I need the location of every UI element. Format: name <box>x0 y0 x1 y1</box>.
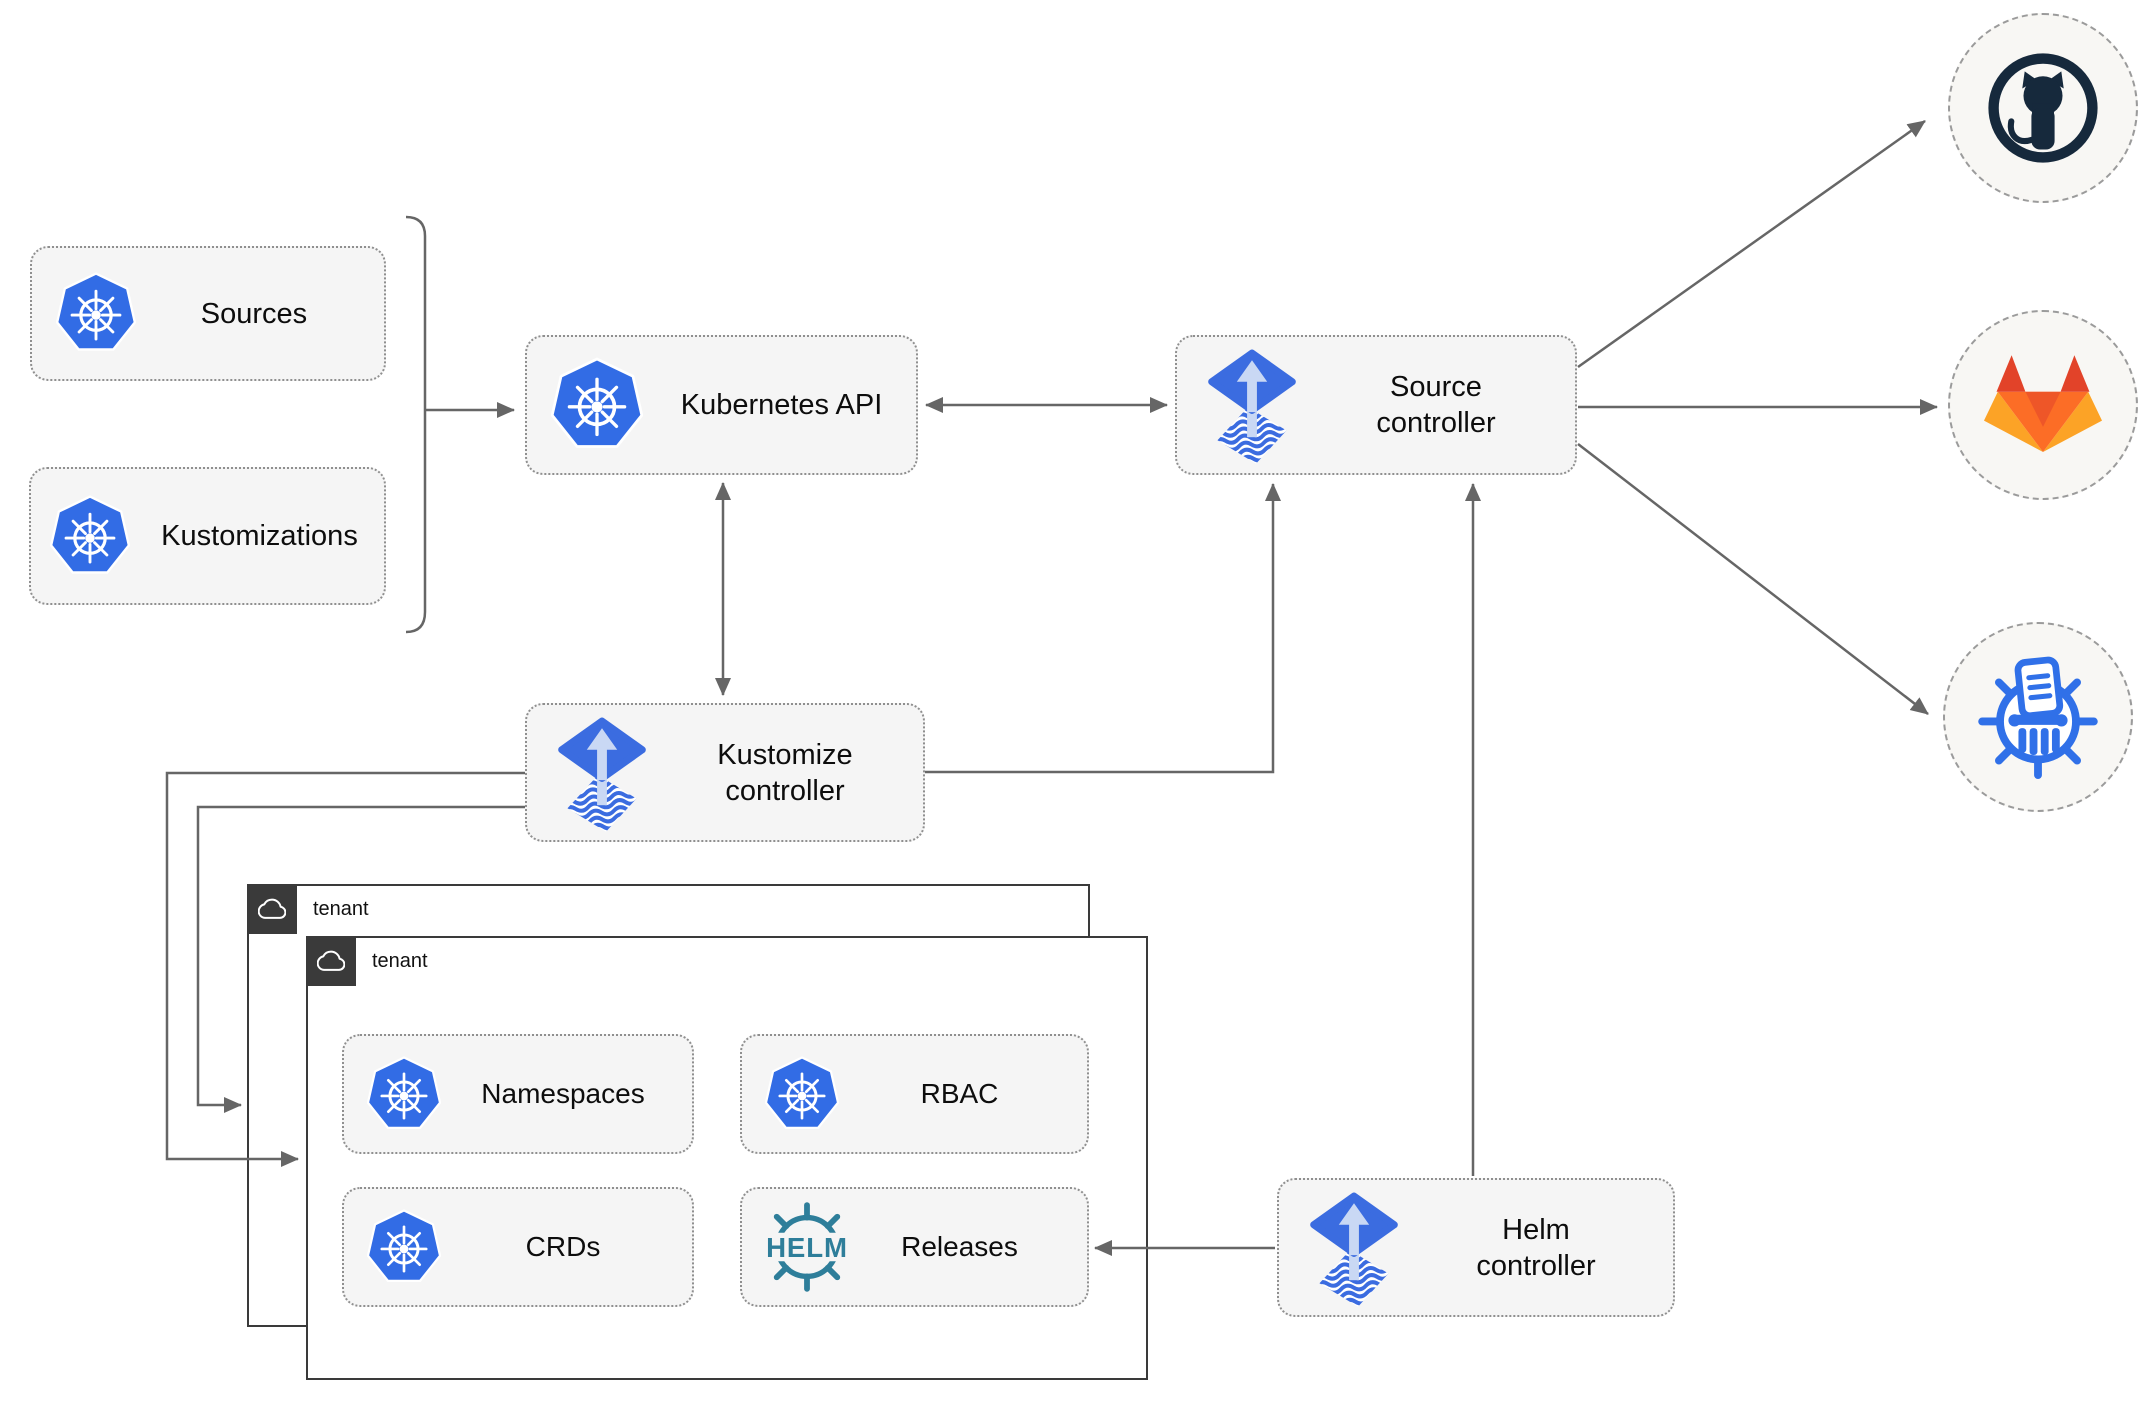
tenant-outer-label: tenant <box>313 898 369 920</box>
source-controller-line1: Source <box>1390 371 1482 403</box>
node-releases: HELM Releases <box>740 1187 1089 1307</box>
endpoint-gitlab <box>1948 310 2138 500</box>
helm-controller-line1: Helm <box>1502 1213 1570 1246</box>
edge-kustomize-controller-to-source-controller <box>925 483 1281 774</box>
tenant-outer-badge <box>246 883 297 934</box>
kustomize-controller-line2: controller <box>725 774 845 807</box>
kustomize-controller-line1: Kustomize <box>717 738 853 771</box>
node-kubernetes-api: Kubernetes API <box>525 335 918 475</box>
tenant-inner-label: tenant <box>372 950 428 972</box>
registry-wheel-column-icon <box>1971 650 2105 784</box>
cloud-icon <box>258 895 286 923</box>
flux-icon <box>1279 1189 1429 1307</box>
kubernetes-icon <box>344 1209 464 1286</box>
crds-label: CRDs <box>525 1231 601 1262</box>
releases-label: Releases <box>901 1231 1018 1262</box>
helm-controller-label: Helm controller <box>1429 1212 1643 1284</box>
tenant-inner-frame: tenant Namespaces RBAC CRDs <box>305 935 1148 1380</box>
helm-controller-line2: controller <box>1476 1249 1596 1282</box>
cloud-icon <box>317 947 345 975</box>
node-helm-controller: Helm controller <box>1277 1178 1675 1317</box>
node-kustomize-controller: Kustomize controller <box>525 703 925 842</box>
tenant-inner-badge <box>305 935 356 986</box>
source-controller-line2: controller <box>1376 407 1496 439</box>
node-crds: CRDs <box>342 1187 694 1307</box>
flux-icon <box>527 714 677 832</box>
edge-source-controller-to-registry <box>1577 443 1929 715</box>
node-rbac: RBAC <box>740 1034 1089 1154</box>
namespaces-label: Namespaces <box>481 1078 645 1109</box>
sources-label: Sources <box>200 297 308 330</box>
endpoint-registry <box>1943 622 2133 812</box>
kustomizations-label: Kustomizations <box>161 520 358 552</box>
node-kustomizations: Kustomizations <box>29 467 386 605</box>
kubernetes-api-label: Kubernetes API <box>680 389 883 421</box>
kubernetes-icon <box>344 1056 464 1133</box>
edge-source-controller-to-github <box>1577 119 1926 369</box>
rbac-label: RBAC <box>920 1078 999 1109</box>
bracket-sources-kustomizations <box>405 215 427 634</box>
gitlab-tanuki-icon <box>1980 349 2106 462</box>
node-namespaces: Namespaces <box>342 1034 694 1154</box>
flux-icon <box>1177 346 1327 464</box>
kubernetes-icon <box>31 495 149 578</box>
helm-icon: HELM <box>742 1198 872 1296</box>
kustomize-controller-label: Kustomize controller <box>677 737 893 809</box>
kubernetes-icon <box>527 357 667 453</box>
source-controller-label: Source controller <box>1327 369 1545 441</box>
github-octocat-icon <box>1982 47 2104 169</box>
kubernetes-icon <box>742 1056 862 1133</box>
kubernetes-icon <box>32 272 160 355</box>
node-sources: Sources <box>30 246 386 381</box>
helm-logo-text: HELM <box>766 1232 848 1263</box>
endpoint-github <box>1948 13 2138 203</box>
node-source-controller: Source controller <box>1175 335 1577 475</box>
